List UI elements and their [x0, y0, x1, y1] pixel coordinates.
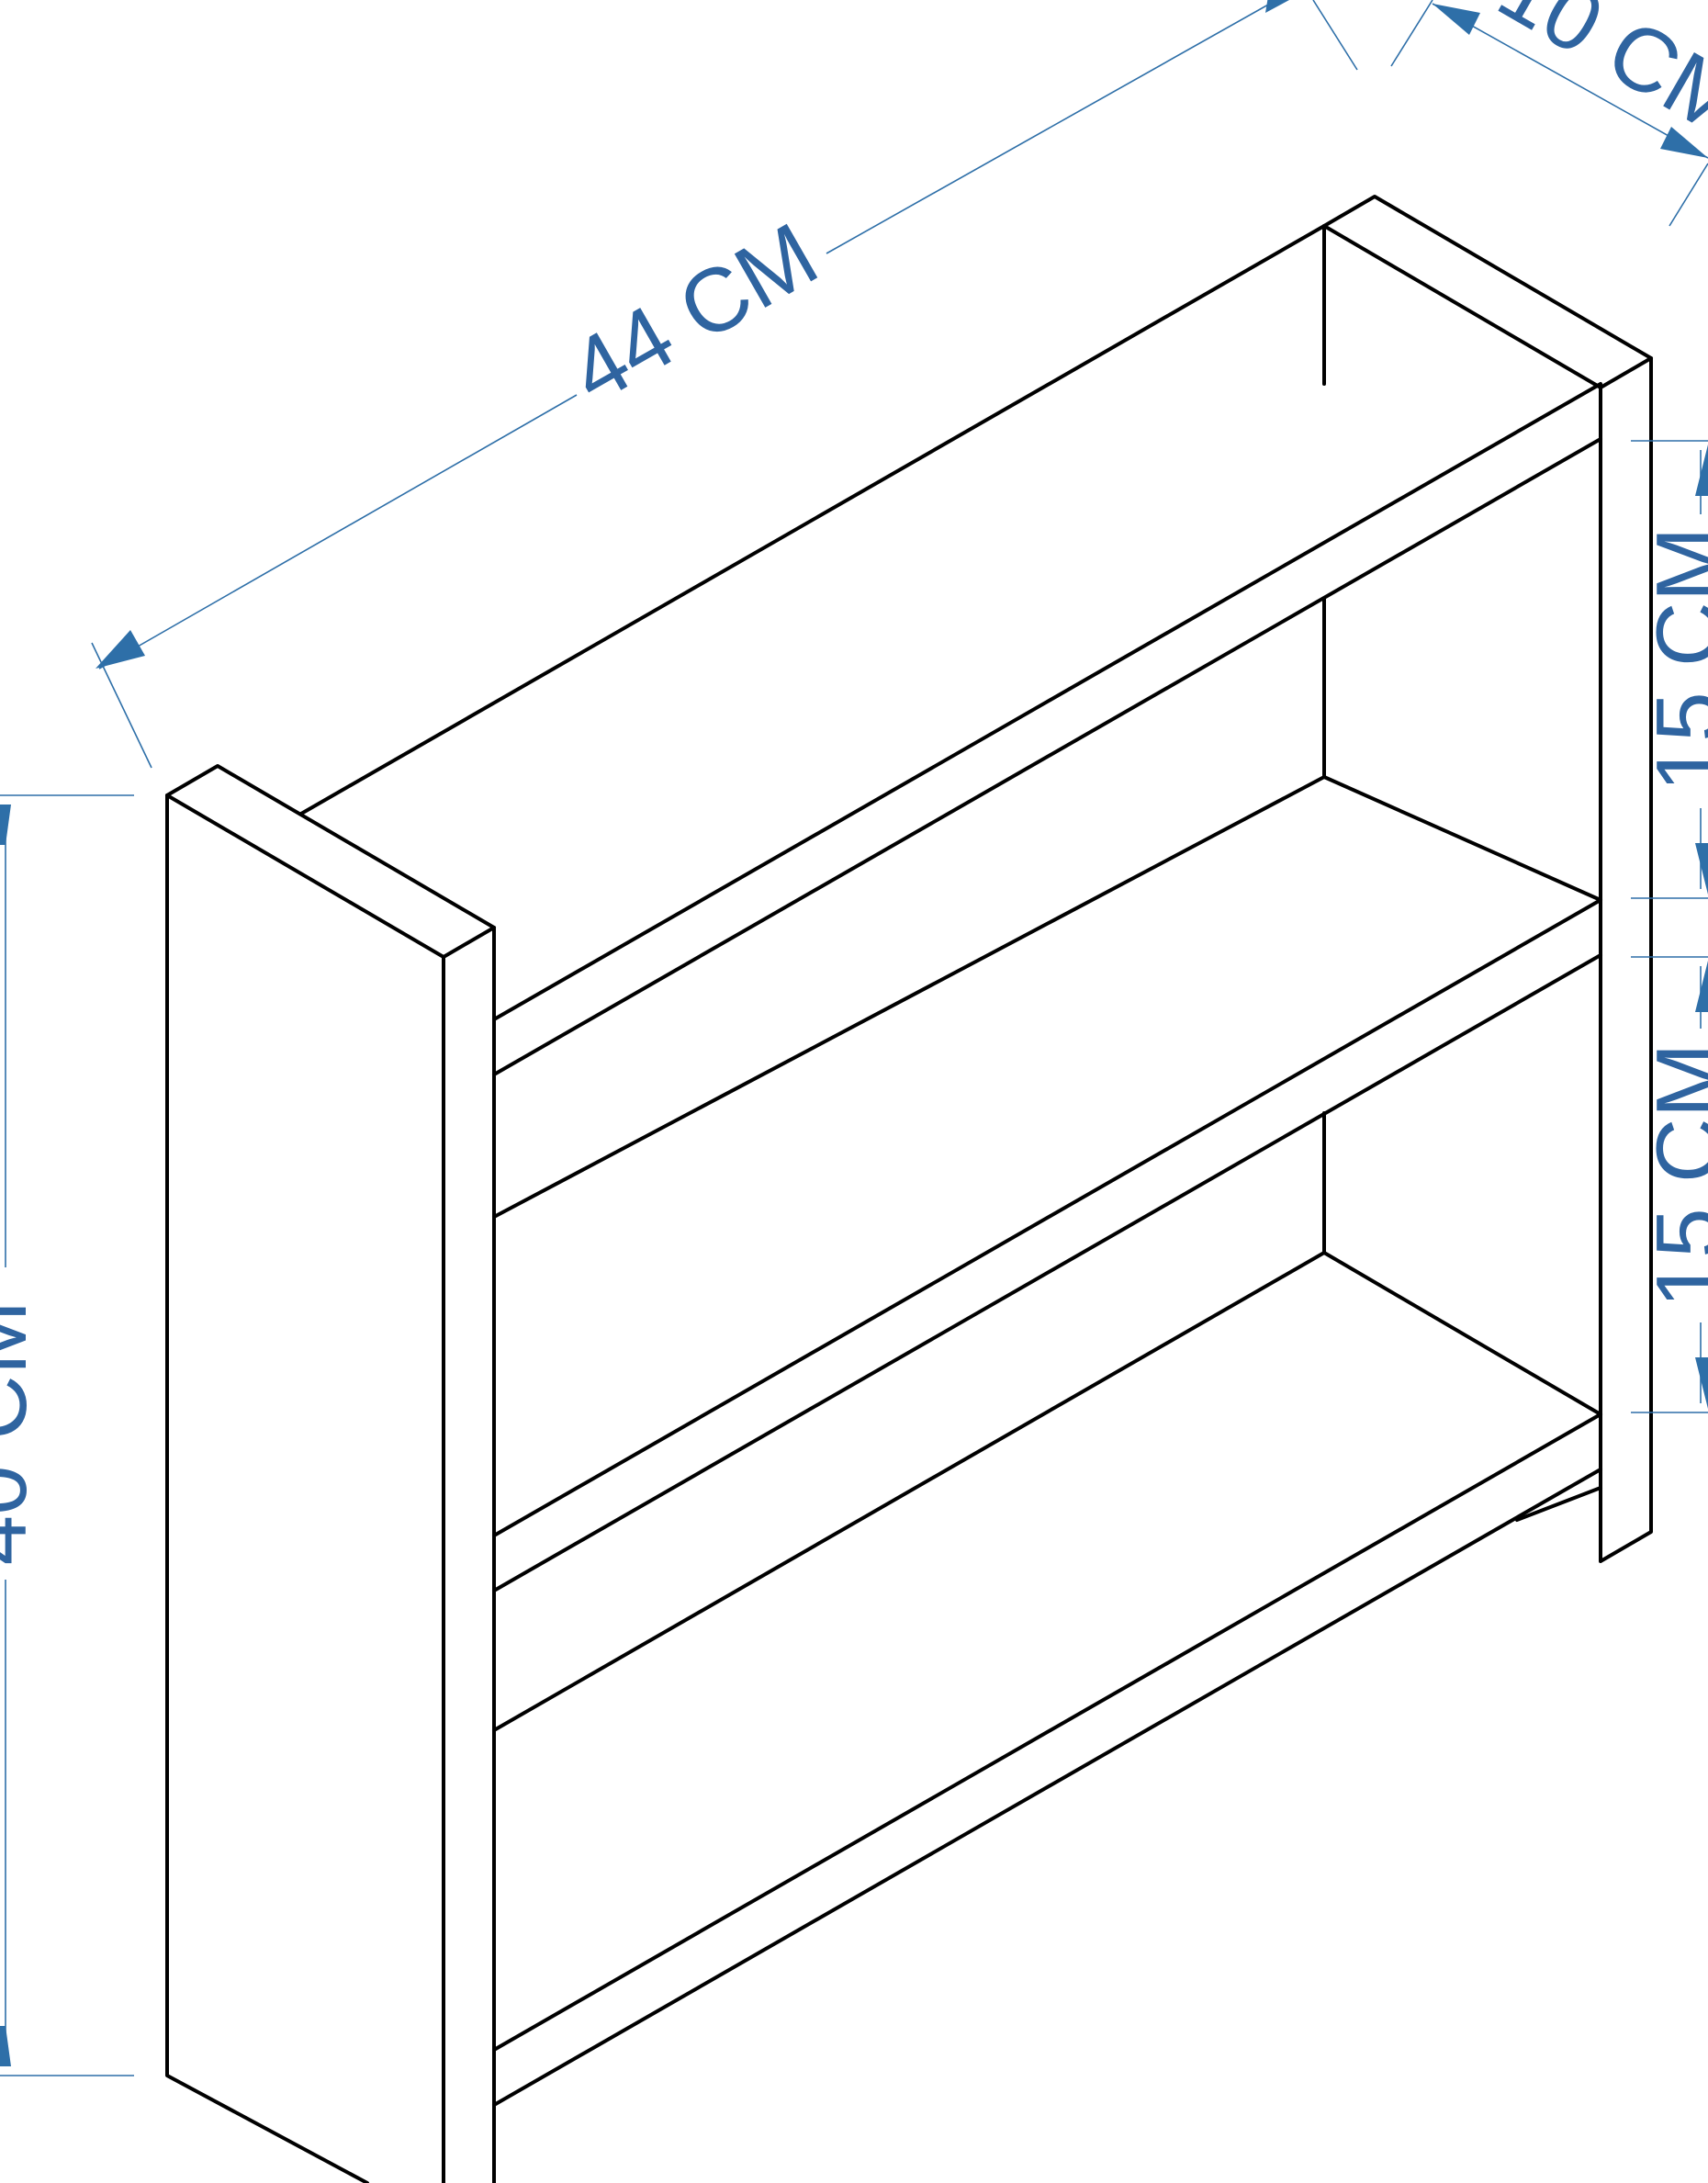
depth-arrow-left-icon	[1433, 4, 1480, 35]
depth-dimension: 10 CM	[1390, 0, 1708, 227]
upper-gap-arrow-top-icon	[1695, 444, 1708, 496]
upper-gap-arrow-bottom-icon	[1695, 843, 1708, 895]
lower-gap-arrow-bottom-icon	[1695, 1357, 1708, 1409]
height-dimension: 40 CM	[0, 794, 134, 2076]
wall-shelf-outline	[165, 195, 1653, 2183]
lower-gap-arrow-top-icon	[1695, 961, 1708, 1012]
bottom-shelf	[492, 1251, 1602, 2107]
left-side-panel	[165, 764, 496, 2183]
upper-gap-dimension: 15 CM	[1631, 440, 1708, 899]
depth-dimension-label: 10 CM	[1483, 0, 1708, 156]
lower-gap-dimension: 15 CM	[1631, 956, 1708, 1413]
upper-gap-dimension-label: 15 CM	[1637, 527, 1708, 793]
middle-shelf	[492, 775, 1602, 1592]
height-dimension-label: 40 CM	[0, 1300, 45, 1566]
width-dimension: 44 CM	[91, 0, 1358, 769]
width-arrow-right-icon	[1265, 0, 1289, 13]
dimension-annotations: 44 CM 10 CM 40 CM	[0, 0, 1708, 2076]
width-arrow-left-icon	[96, 630, 145, 669]
top-shelf	[299, 224, 1602, 1076]
height-arrow-top-icon	[0, 805, 11, 845]
depth-arrow-right-icon	[1660, 127, 1708, 158]
lower-gap-dimension-label: 15 CM	[1637, 1043, 1708, 1309]
right-side-panel	[1322, 195, 1653, 1563]
height-arrow-bottom-icon	[0, 2026, 11, 2066]
width-dimension-label: 44 CM	[554, 203, 834, 422]
